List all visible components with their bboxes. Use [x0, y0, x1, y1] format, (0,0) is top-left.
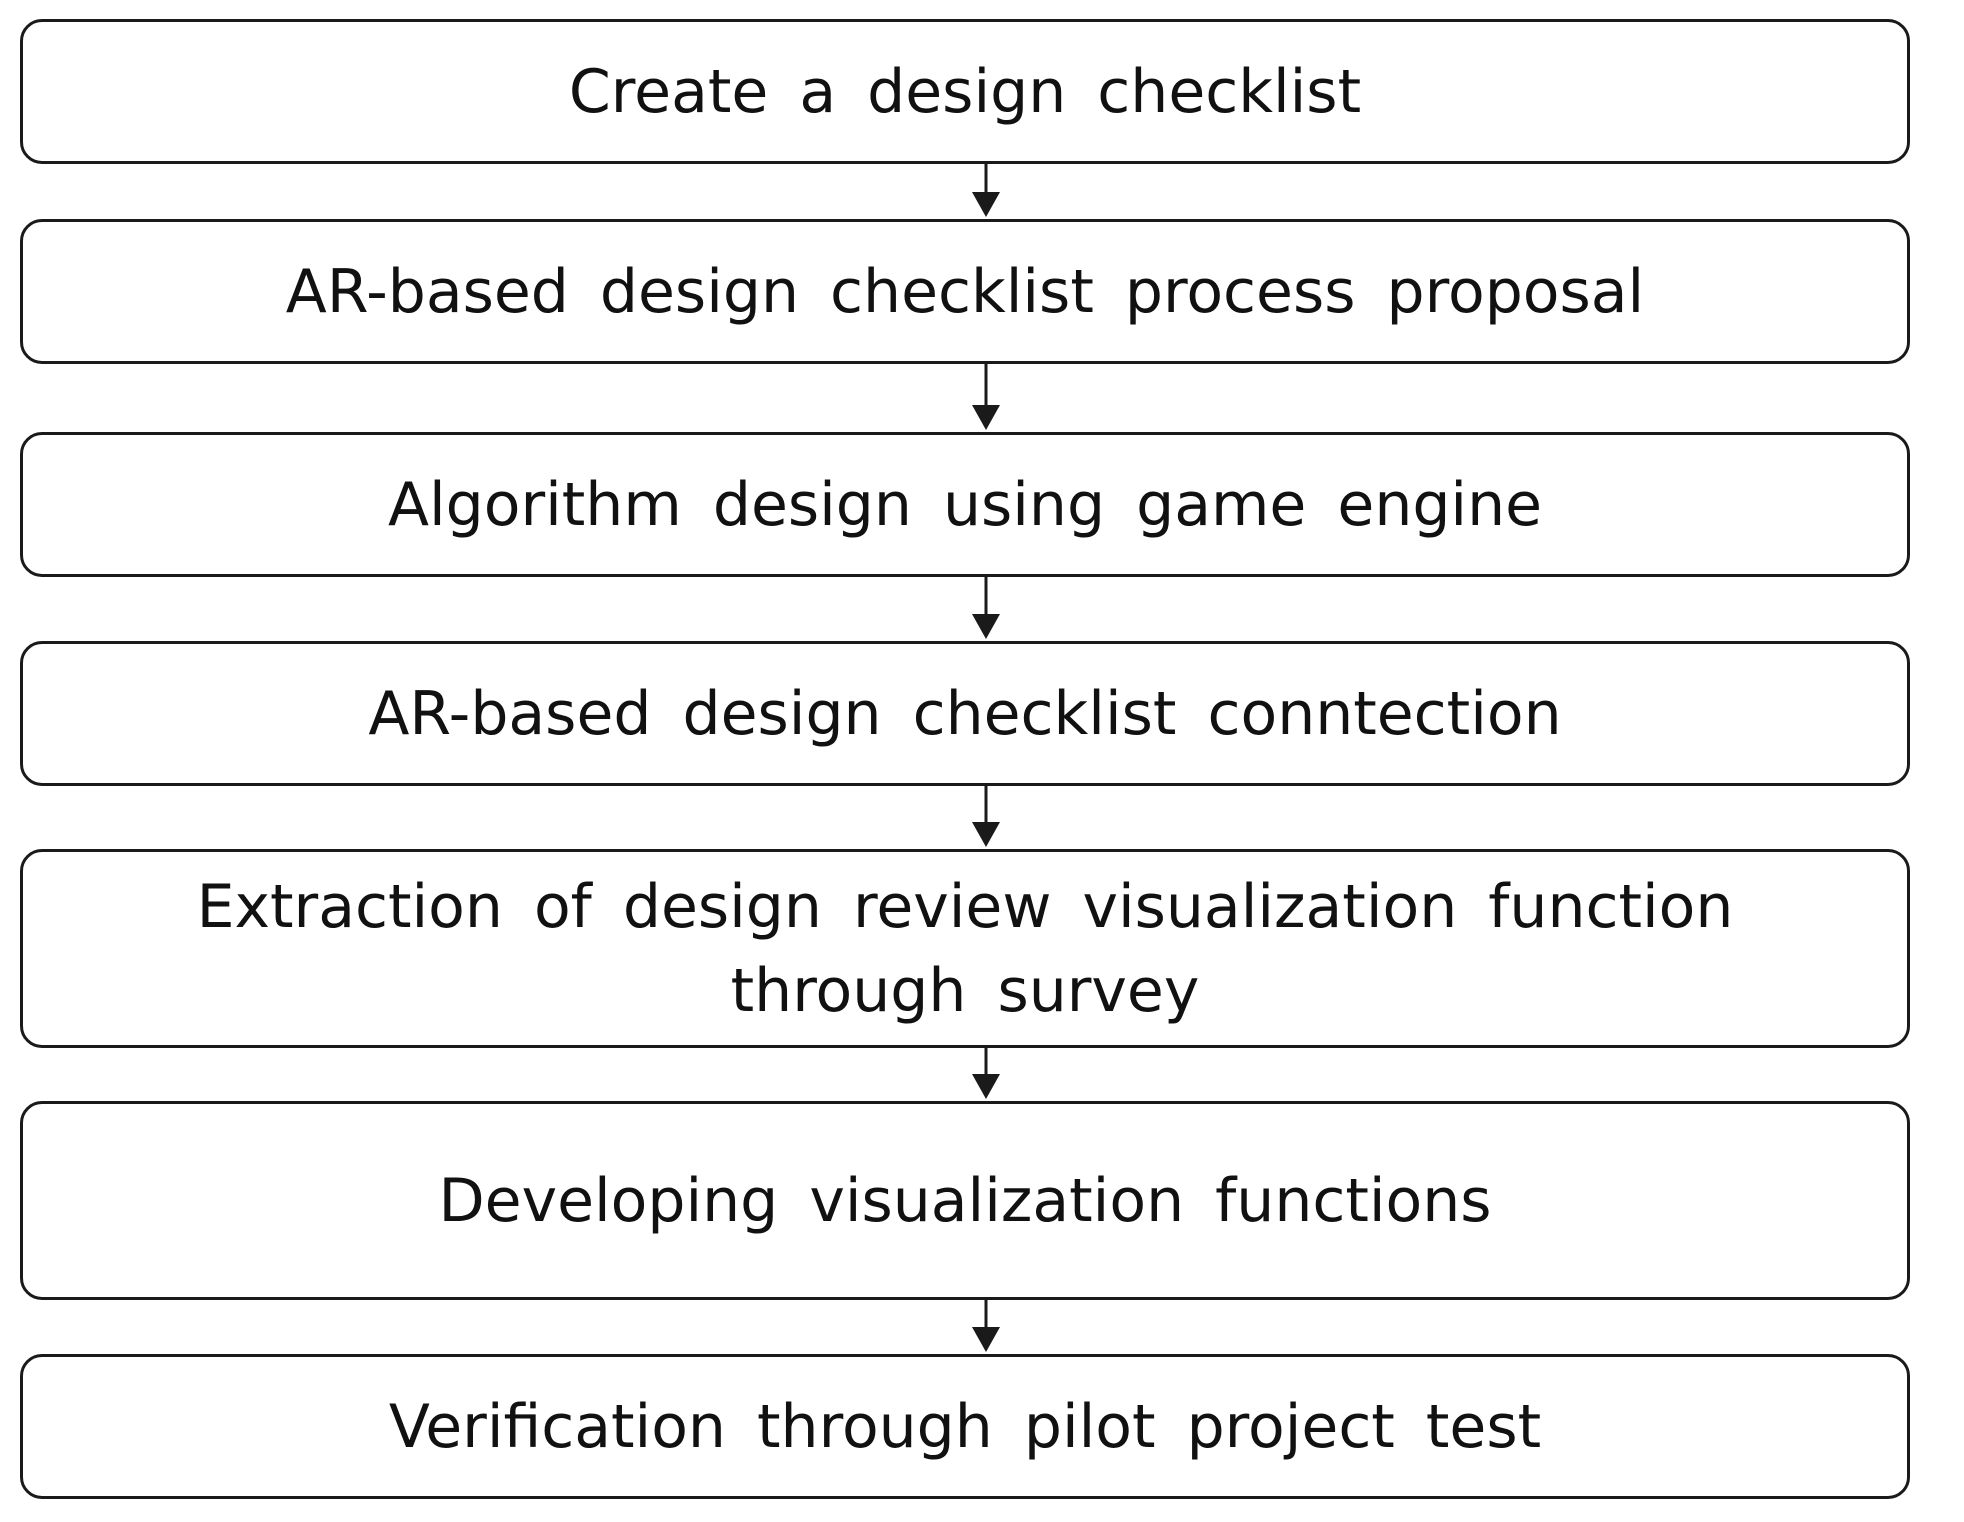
step-label: AR-based design checklist process propos… [285, 256, 1645, 327]
step-checklist-connection: AR-based design checklist conntection [20, 641, 1910, 786]
arrow-4-to-5 [972, 786, 1000, 847]
step-algorithm-design: Algorithm design using game engine [20, 432, 1910, 577]
arrow-1-to-2 [972, 164, 1000, 217]
step-survey-extraction: Extraction of design review visualizatio… [20, 849, 1910, 1048]
arrow-3-to-4 [972, 577, 1000, 639]
step-label: Extraction of design review visualizatio… [196, 871, 1734, 1026]
step-label: AR-based design checklist conntection [368, 678, 1562, 749]
step-pilot-verification: Verification through pilot project test [20, 1354, 1910, 1499]
step-process-proposal: AR-based design checklist process propos… [20, 219, 1910, 364]
step-develop-visualization: Developing visualization functions [20, 1101, 1910, 1300]
step-label: Algorithm design using game engine [387, 469, 1543, 540]
step-label: Verification through pilot project test [388, 1391, 1542, 1462]
step-label: Developing visualization functions [438, 1165, 1492, 1236]
arrow-6-to-7 [972, 1300, 1000, 1352]
arrow-5-to-6 [972, 1048, 1000, 1099]
step-create-checklist: Create a design checklist [20, 19, 1910, 164]
arrow-2-to-3 [972, 364, 1000, 430]
step-label: Create a design checklist [568, 56, 1362, 127]
